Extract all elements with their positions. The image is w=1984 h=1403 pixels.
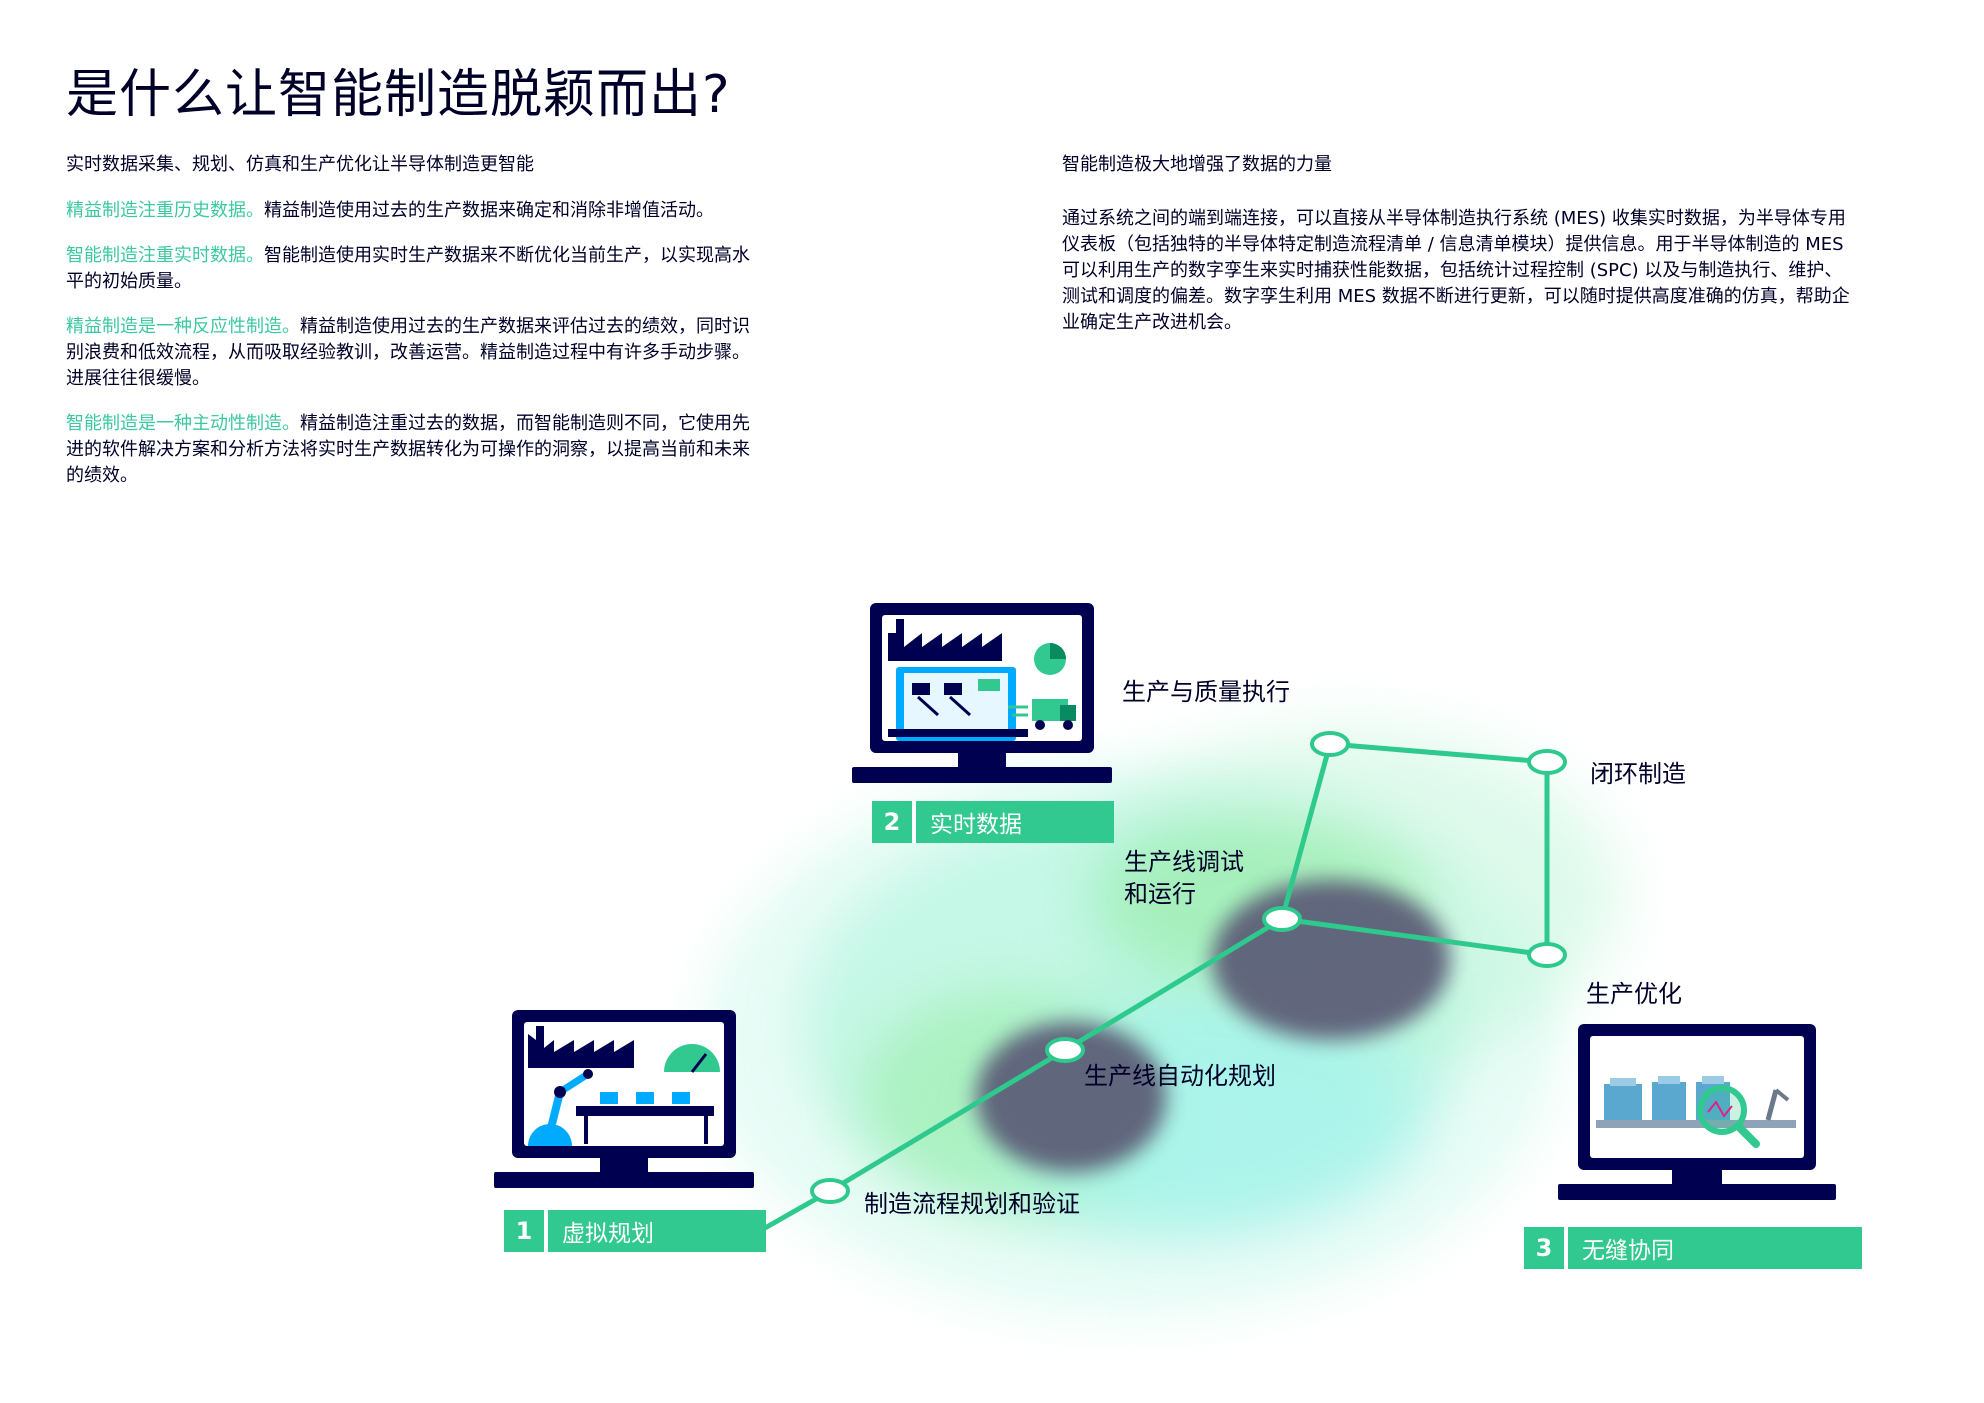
left-subtitle: 实时数据采集、规划、仿真和生产优化让半导体制造更智能 bbox=[66, 154, 534, 175]
paragraph-4: 智能制造是一种主动性制造。精益制造注重过去的数据，而智能制造则不同，它使用先进的… bbox=[66, 411, 756, 489]
step-2-label: 实时数据 bbox=[916, 801, 1114, 843]
robot-line-illustration bbox=[528, 1026, 720, 1146]
step-1-label: 虚拟规划 bbox=[548, 1210, 766, 1252]
right-column: 智能制造极大地增强了数据的力量 通过系统之间的端到端连接，可以直接从半导体制造执… bbox=[1062, 152, 1852, 355]
paragraph-4-text: 精益制造注重过去的数据，而智能制造则不同，它使用先进的软件解决方案和分析方法将实… bbox=[66, 413, 750, 486]
step-3-badge: 3 无缝协同 bbox=[1524, 1227, 1862, 1269]
right-paragraph: 通过系统之间的端到端连接，可以直接从半导体制造执行系统 (MES) 收集实时数据… bbox=[1062, 208, 1850, 333]
paragraph-3-text: 精益制造使用过去的生产数据来评估过去的绩效，同时识别浪费和低效流程，从而吸取经验… bbox=[66, 316, 750, 389]
step-1-badge: 1 虚拟规划 bbox=[504, 1210, 766, 1252]
monitor-seamless-collaboration bbox=[1558, 1024, 1836, 1200]
step-2-badge: 2 实时数据 bbox=[872, 801, 1114, 843]
step-3-label: 无缝协同 bbox=[1568, 1227, 1862, 1269]
label-commissioning-2: 和运行 bbox=[1124, 880, 1196, 908]
step-3-number: 3 bbox=[1524, 1227, 1564, 1269]
factory-illustration bbox=[888, 619, 1076, 741]
paragraph-1: 精益制造注重历史数据。精益制造使用过去的生产数据来确定和消除非增值活动。 bbox=[66, 198, 756, 224]
node-commissioning bbox=[1262, 906, 1302, 932]
step-2-number: 2 bbox=[872, 801, 912, 843]
paragraph-3-highlight: 精益制造是一种反应性制造。 bbox=[66, 316, 300, 337]
monitor-virtual-planning bbox=[494, 1010, 754, 1190]
node-line-automation bbox=[1045, 1037, 1085, 1063]
label-process-planning: 制造流程规划和验证 bbox=[864, 1190, 1080, 1218]
node-quality-execution bbox=[1310, 731, 1350, 757]
monitor-realtime-data bbox=[852, 603, 1112, 783]
label-commissioning-1: 生产线调试 bbox=[1124, 848, 1244, 876]
step-1-number: 1 bbox=[504, 1210, 544, 1252]
node-closed-loop bbox=[1527, 749, 1567, 775]
label-line-automation: 生产线自动化规划 bbox=[1084, 1062, 1276, 1090]
paragraph-2-highlight: 智能制造注重实时数据。 bbox=[66, 245, 264, 266]
paragraph-1-highlight: 精益制造注重历史数据。 bbox=[66, 200, 264, 221]
left-column: 实时数据采集、规划、仿真和生产优化让半导体制造更智能 精益制造注重历史数据。精益… bbox=[66, 152, 756, 508]
shadow-blob bbox=[1212, 880, 1450, 1040]
node-process-planning bbox=[810, 1178, 850, 1204]
paragraph-2: 智能制造注重实时数据。智能制造使用实时生产数据来不断优化当前生产，以实现高水平的… bbox=[66, 243, 756, 295]
production-line-illustration bbox=[1596, 1076, 1796, 1148]
label-quality-execution: 生产与质量执行 bbox=[1122, 678, 1290, 706]
label-optimization: 生产优化 bbox=[1586, 980, 1682, 1008]
page-title: 是什么让智能制造脱颖而出? bbox=[66, 65, 731, 125]
paragraph-1-text: 精益制造使用过去的生产数据来确定和消除非增值活动。 bbox=[264, 200, 714, 221]
node-optimization bbox=[1527, 942, 1567, 968]
paragraph-3: 精益制造是一种反应性制造。精益制造使用过去的生产数据来评估过去的绩效，同时识别浪… bbox=[66, 314, 756, 392]
paragraph-4-highlight: 智能制造是一种主动性制造。 bbox=[66, 413, 300, 434]
paragraph-2-text: 智能制造使用实时生产数据来不断优化当前生产，以实现高水平的初始质量。 bbox=[66, 245, 750, 292]
right-subtitle: 智能制造极大地增强了数据的力量 bbox=[1062, 154, 1332, 175]
label-closed-loop: 闭环制造 bbox=[1590, 760, 1686, 788]
